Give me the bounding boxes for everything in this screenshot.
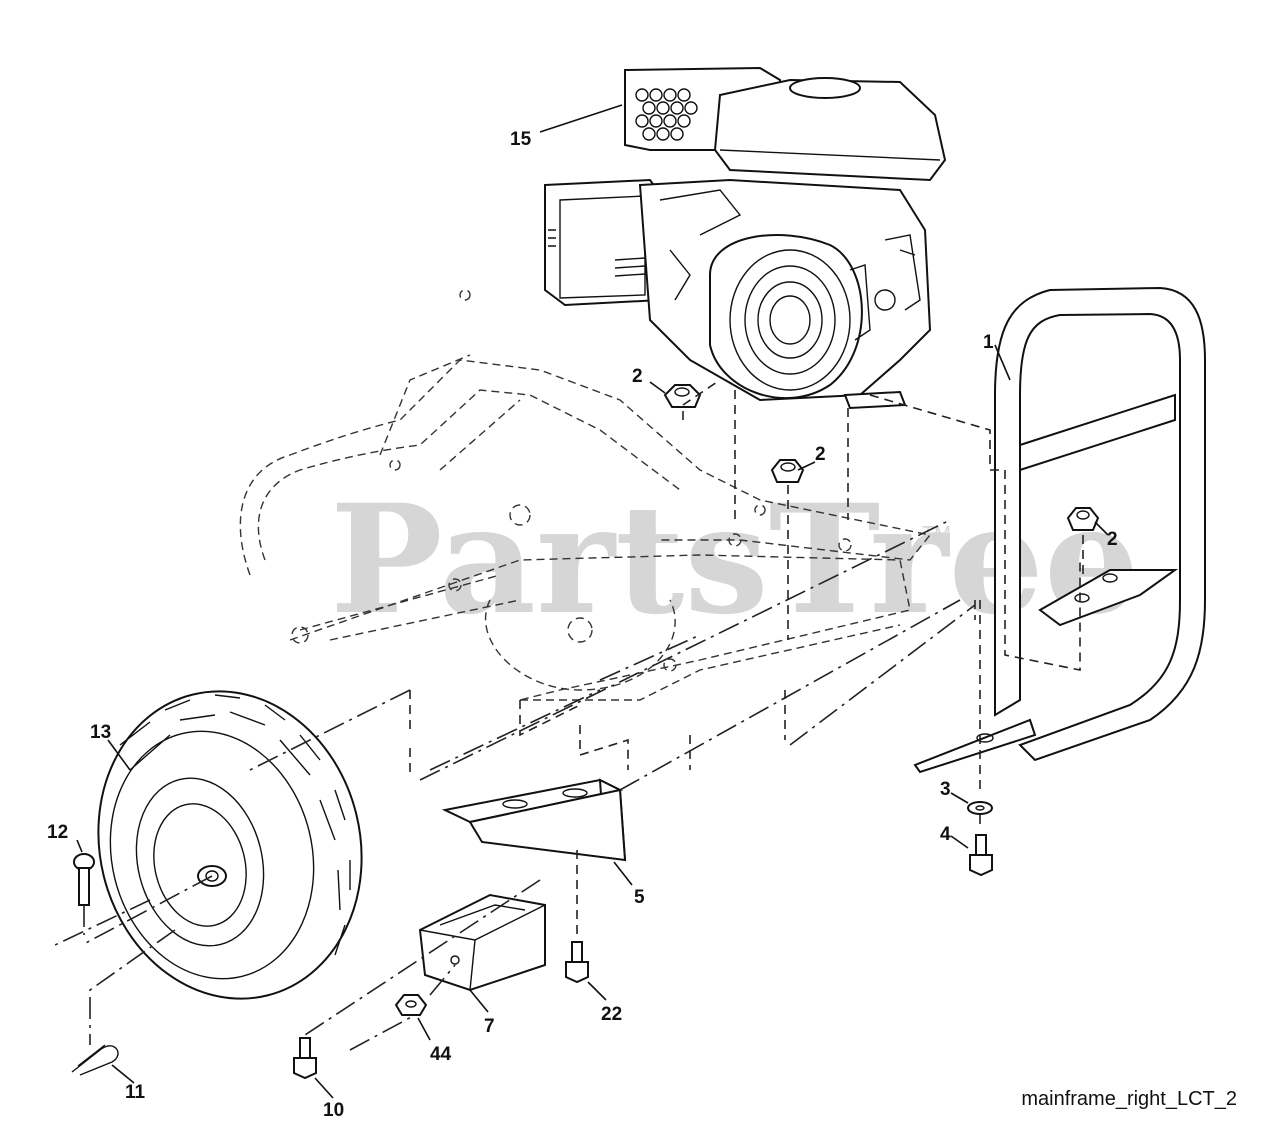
callout-4: 4 — [940, 824, 951, 845]
muffler-hex-guard — [635, 88, 698, 141]
frame-crossbar — [1019, 393, 1176, 472]
callout-13: 13 — [90, 722, 111, 743]
callout-leaders — [76, 104, 1109, 1099]
washer — [967, 801, 993, 815]
callout-3: 3 — [940, 779, 951, 800]
callout-2-frame: 2 — [1107, 529, 1118, 550]
wheel-tire — [97, 690, 363, 1000]
handle-frame — [913, 286, 1206, 774]
assembly-lines — [54, 379, 1084, 1051]
wheel-weight — [418, 893, 546, 992]
recoil-starter — [709, 234, 863, 400]
diagram-caption: mainframe_right_LCT_2 — [1021, 1088, 1237, 1110]
flange-nut-engine-center — [770, 459, 805, 483]
watermark-trademark: TM — [922, 523, 951, 545]
clevis-pin — [73, 853, 95, 906]
callout-2-engine-center: 2 — [815, 444, 826, 465]
engine — [544, 66, 947, 410]
hex-bolt-bracket — [565, 941, 589, 984]
callout-2-engine-left: 2 — [632, 366, 643, 387]
frame-tube — [994, 286, 1206, 762]
frame-foot — [913, 718, 1037, 774]
callout-15: 15 — [510, 129, 532, 150]
callout-10: 10 — [323, 1100, 344, 1121]
callout-5: 5 — [634, 887, 645, 908]
callout-labels: 15 1 2 2 2 3 4 5 7 22 44 10 11 12 13 — [47, 129, 1118, 1121]
mounting-bracket — [441, 778, 627, 862]
hairpin-clip — [71, 1044, 119, 1076]
frame-plate — [1038, 569, 1179, 627]
fuel-cap — [789, 77, 861, 99]
hex-bolt-weight — [293, 1037, 317, 1080]
callout-1: 1 — [983, 332, 994, 353]
callout-11: 11 — [125, 1082, 146, 1103]
tiller-body-phantom — [239, 289, 932, 701]
callout-22: 22 — [601, 1004, 622, 1025]
callout-7: 7 — [484, 1016, 495, 1037]
hex-nut-weight — [394, 994, 428, 1016]
callout-44: 44 — [430, 1044, 452, 1065]
flange-nut-engine-left — [663, 384, 702, 408]
callout-12: 12 — [47, 822, 68, 843]
hex-bolt-frame — [969, 834, 993, 877]
flange-nut-frame — [1066, 507, 1100, 531]
